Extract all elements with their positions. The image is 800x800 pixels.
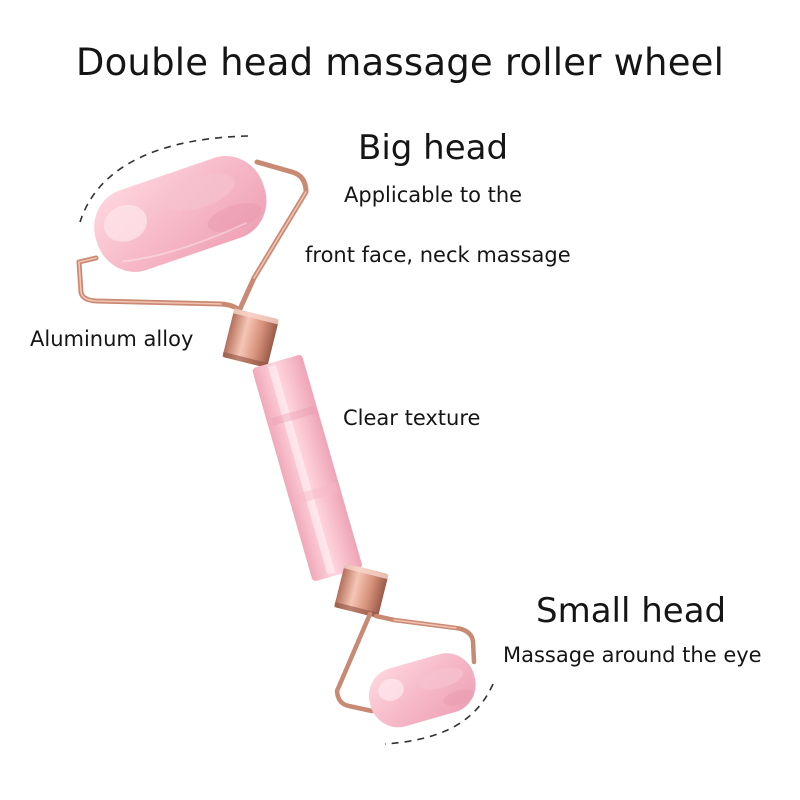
page-title: Double head massage roller wheel [75, 41, 725, 84]
big-head-description-line1: Applicable to the [344, 183, 523, 207]
small-head-dashed-arc [384, 683, 494, 745]
small-head-heading: Small head [536, 591, 727, 631]
handle-texture-label: Clear texture [343, 406, 481, 430]
big-head-description-line2: front face, neck massage [305, 243, 571, 267]
big-head-dashed-arc [79, 135, 249, 223]
upper-metal-band [222, 308, 280, 369]
small-head-roller [368, 653, 476, 728]
big-head-heading: Big head [358, 128, 509, 168]
frame-material-label: Aluminum alloy [30, 327, 194, 351]
big-head-roller [94, 155, 267, 272]
quartz-handle [252, 355, 362, 581]
small-head-description: Massage around the eye [503, 643, 762, 667]
